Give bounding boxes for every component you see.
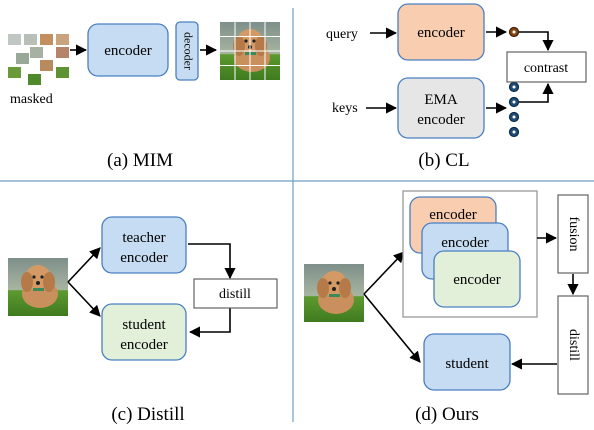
ema-label-line1: EMA [424, 92, 458, 108]
panel-a-mim: masked encoder decoder (a) MIM [8, 21, 280, 171]
fusion-box [557, 194, 589, 274]
reconstructed-image [220, 22, 280, 80]
panel-c-distill: teacher encoder student encoder distill … [8, 216, 278, 425]
contrast-label: contrast [524, 61, 568, 76]
mim-decoder-box [175, 21, 199, 81]
arrow-key-tokens-to-contrast [519, 82, 554, 103]
distill-box-d [557, 295, 589, 395]
ema-encoder-box [397, 77, 485, 139]
cl-encoder-label: encoder [417, 25, 464, 41]
caption-c: (c) Distill [111, 404, 184, 425]
student-line1: student [122, 317, 166, 333]
caption-a: (a) MIM [107, 150, 173, 171]
student-line2: encoder [120, 337, 167, 353]
arrow-image-to-student [67, 281, 101, 317]
student-box-d [423, 333, 511, 391]
caption-d: (d) Ours [415, 404, 479, 425]
masked-image [8, 34, 69, 85]
mim-encoder-label: encoder [104, 43, 151, 59]
distill-label-c: distill [219, 287, 251, 302]
distill-label-d: distill [566, 329, 581, 361]
input-image-c [8, 258, 68, 316]
teacher-encoder-box [101, 216, 187, 274]
student-label-d: student [445, 356, 489, 372]
panel-b-cl: query encoder keys EMA encoder contrast [326, 3, 587, 171]
caption-b: (b) CL [418, 150, 469, 171]
ensemble-encoder-2-label: encoder [441, 235, 488, 251]
distill-box-c [193, 278, 278, 309]
arrow-distill-to-student [188, 308, 231, 338]
input-image-d [304, 264, 364, 322]
contrast-box [506, 51, 587, 83]
cl-encoder-box [397, 3, 485, 61]
mim-decoder-label: decoder [181, 32, 195, 70]
masked-label: masked [10, 92, 53, 107]
keys-label: keys [332, 101, 358, 116]
teacher-line2: encoder [120, 250, 167, 266]
ema-label-line2: encoder [417, 112, 464, 128]
mim-encoder-box [87, 23, 169, 77]
arrow-image-to-teacher [67, 247, 101, 283]
panel-d-ours: encoder encoder encoder fusion distill s… [304, 190, 589, 425]
arrow-image-to-ensemble [363, 251, 405, 295]
ensemble-encoder-3 [433, 250, 521, 308]
query-label: query [326, 27, 358, 42]
fusion-label: fusion [566, 217, 581, 252]
ensemble-encoder-3-label: encoder [453, 272, 500, 288]
arrow-query-token-to-contrast [519, 31, 554, 52]
arrow-teacher-to-distill [188, 243, 236, 280]
student-encoder-box [101, 303, 187, 361]
key-tokens [508, 81, 520, 138]
arrow-image-to-student-d [363, 293, 421, 363]
ensemble-encoder-1-label: encoder [429, 207, 476, 223]
teacher-line1: teacher [122, 230, 165, 246]
